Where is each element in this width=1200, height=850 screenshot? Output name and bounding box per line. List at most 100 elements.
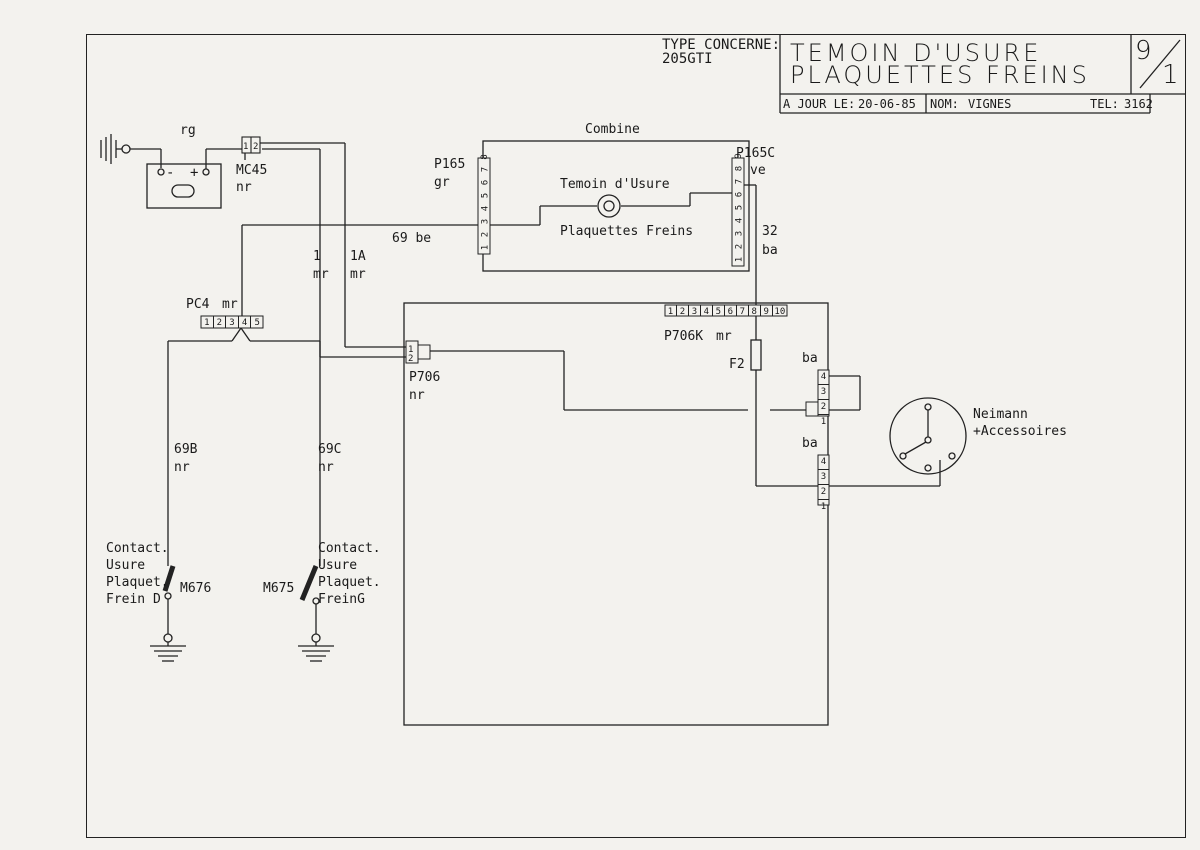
connector-lower-pins: 4 3 2 1 [818, 455, 829, 512]
caption-line: FreinG [318, 592, 365, 607]
p165c-pin: 7 [731, 175, 745, 188]
mc45-connector [241, 136, 261, 154]
battery-minus: - [166, 165, 175, 181]
fuse-f2 [750, 339, 762, 371]
p165c-label: P165C [736, 146, 776, 161]
neimann-label: Neimann [973, 407, 1028, 422]
title-line2: PLAQUETTES FREINS [790, 61, 1090, 89]
switch-m675-caption: Contact. Usure Plaquet. FreinG [318, 540, 381, 608]
tel-label: TEL: [1090, 97, 1119, 111]
caption-line: Contact. [318, 541, 381, 556]
wire-32-label: 32 [762, 224, 778, 239]
pc4-pin: 1 [201, 316, 214, 328]
connector-upper-ba [805, 369, 830, 417]
connector-lower-color: ba [802, 436, 818, 451]
p165c-pin-list: 1 2 3 4 5 6 7 8 9 [731, 153, 745, 266]
update-label: A JOUR LE: [783, 97, 856, 111]
name-label: NOM: [930, 97, 959, 111]
connector-upper-pin: 2 [818, 400, 829, 415]
lamp-label-bottom: Plaquettes Freins [560, 224, 694, 239]
p165-pin: 2 [477, 228, 491, 241]
switch-m676-blade [162, 565, 176, 592]
p706k-pin: 2 [677, 305, 689, 317]
mc45-pin-1: 1 [243, 142, 249, 152]
p706k-pin: 5 [713, 305, 725, 317]
caption-line: Usure [106, 558, 146, 573]
accessories-label: +Accessoires [973, 424, 1067, 439]
p165c-pin: 9 [734, 153, 744, 159]
type-label: TYPE CONCERNE: [662, 37, 781, 53]
battery-plus: + [190, 165, 199, 181]
p165-pin: 6 [477, 176, 491, 189]
switch-m675 [298, 597, 334, 662]
p165c-pin: 4 [731, 214, 745, 227]
connector-upper-color: ba [802, 351, 818, 366]
neimann-switch [829, 375, 967, 487]
p706k-pin: 8 [749, 305, 761, 317]
connector-lower-pin: 4 [818, 455, 829, 470]
p165c-pin: 3 [731, 227, 745, 240]
p165c-pin: 8 [731, 162, 745, 175]
p165c-color: ve [750, 163, 766, 178]
p706-color: nr [409, 388, 425, 403]
p165-pin-list: 1 2 3 4 5 6 7 8 [477, 154, 491, 254]
mc45-label: MC45 [236, 163, 268, 178]
sheet-number-bottom: 1 [1162, 60, 1182, 90]
p706k-pin: 3 [689, 305, 701, 317]
pc4-color: mr [222, 297, 238, 312]
wire-1-label: 1 [313, 249, 321, 264]
p165c-pins [731, 157, 745, 267]
p706-label: P706 [409, 370, 441, 385]
p165-pin: 5 [477, 189, 491, 202]
mc45-color: nr [236, 180, 252, 195]
p706k-label: P706K [664, 329, 704, 344]
pc4-pin: 4 [239, 316, 252, 328]
connector-upper-pins: 4 3 2 1 [818, 370, 829, 427]
mc45-pin-2: 2 [253, 142, 259, 152]
wire-1a-label: 1A [350, 249, 366, 264]
p165-pin: 1 [477, 241, 491, 254]
caption-line: Usure [318, 558, 358, 573]
switch-m676 [150, 592, 186, 662]
p165-pin: 4 [477, 202, 491, 215]
battery-symbol [146, 148, 246, 209]
p165-pin: 7 [477, 163, 491, 176]
p706k-pin: 10 [774, 307, 786, 317]
warning-lamp-symbol [597, 194, 621, 218]
sheet-number-slash [1139, 39, 1181, 89]
switch-m675-blade [299, 565, 319, 601]
pc4-label: PC4 [186, 297, 210, 312]
switch-m676-caption: Contact. Usure Plaquet. Frein D [106, 540, 169, 608]
pc4-pin: 3 [226, 316, 239, 328]
p165-label: P165 [434, 157, 466, 172]
connector-upper-pin: 3 [818, 385, 829, 400]
p706k-pin: 7 [737, 305, 749, 317]
p165c-pin: 6 [731, 188, 745, 201]
p706-pin-1: 1 [408, 345, 414, 355]
connector-upper-pin: 4 [818, 370, 829, 385]
p165-pin: 8 [480, 154, 490, 160]
caption-line: Plaquet. [106, 575, 169, 590]
caption-line: Plaquet. [318, 575, 381, 590]
p706k-pin: 9 [761, 305, 773, 317]
wire-69c-label: 69C [318, 442, 342, 457]
wire-69b-label: 69B [174, 442, 198, 457]
p706k-pin: 6 [725, 305, 737, 317]
p706k-pin-list: 1 2 3 4 5 6 7 8 9 10 [665, 305, 787, 317]
connector-lower-pin: 1 [820, 502, 827, 512]
drawing-frame [86, 34, 1186, 838]
pc4-connector [200, 315, 264, 329]
p706k-pin: 4 [701, 305, 713, 317]
wire-1a-color: mr [350, 267, 366, 282]
switch-m675-ref: M675 [263, 581, 295, 596]
pc4-pin: 2 [214, 316, 227, 328]
p165c-pin: 1 [731, 253, 745, 266]
bsi-box [403, 302, 829, 726]
battery-wire-label: rg [180, 123, 196, 138]
sheet-number-top: 9 [1135, 36, 1155, 66]
connector-lower-pin: 2 [818, 485, 829, 500]
switch-m676-ref: M676 [180, 581, 212, 596]
p706-connector [405, 340, 431, 364]
wire-32-color: ba [762, 243, 778, 258]
